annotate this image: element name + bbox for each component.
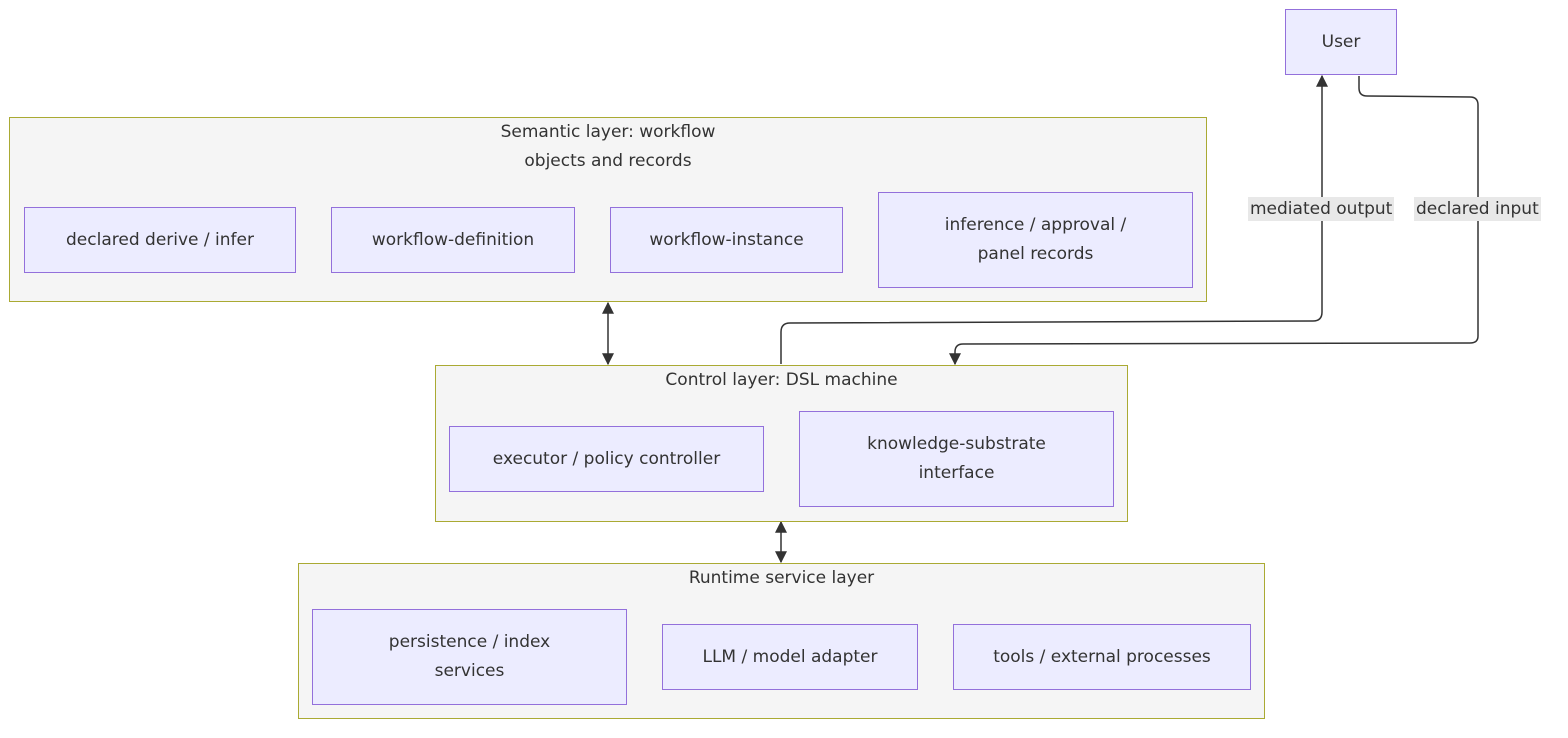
mediated-output-label: mediated output (1248, 197, 1395, 221)
workflow-instance-node: workflow-instance (610, 207, 843, 273)
llm-model-adapter-node: LLM / model adapter (662, 624, 918, 690)
tools-external-processes-node: tools / external processes (953, 624, 1251, 690)
inference-approval-panel-records-node: inference / approval / panel records (878, 192, 1193, 288)
control-layer-title: Control layer: DSL machine (665, 370, 898, 390)
workflow-definition-node: workflow-definition (331, 207, 575, 273)
persistence-index-services-node: persistence / index services (312, 609, 627, 705)
executor-policy-controller-node: executor / policy controller (449, 426, 764, 492)
knowledge-substrate-interface-node: knowledge-substrate interface (799, 411, 1114, 507)
user-node: User (1285, 9, 1397, 75)
semantic-layer-title: Semantic layer: workflow objects and rec… (500, 122, 716, 171)
edge-mediated-output (780, 74, 1328, 364)
declared-derive-infer-node: declared derive / infer (24, 207, 296, 273)
runtime-layer-title: Runtime service layer (688, 568, 875, 588)
declared-input-label: declared input (1414, 197, 1541, 221)
